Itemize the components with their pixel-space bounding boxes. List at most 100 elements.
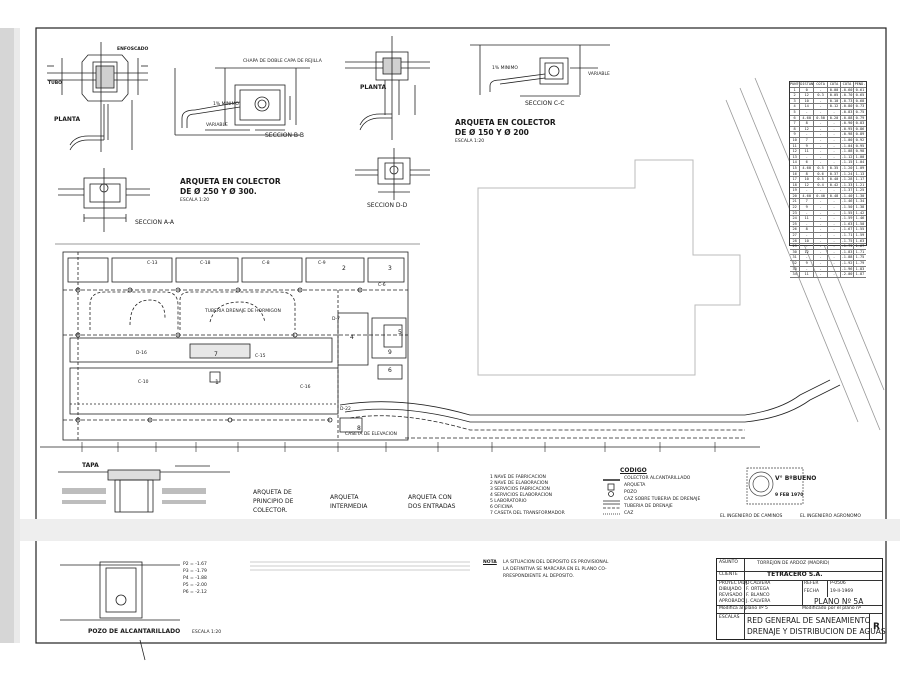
table-cell: 0.89	[855, 132, 865, 137]
table-cell: 7	[790, 121, 801, 126]
pozo-detail	[60, 561, 180, 661]
site-label-c13: C-13	[147, 261, 158, 266]
table-cell: -1.15	[841, 160, 854, 165]
note-line-2: LA DEFINITIVA SE MARCARA EN EL PLANO CO-	[503, 567, 607, 572]
table-cell: -1.83	[841, 249, 854, 255]
table-cell: 9	[790, 132, 801, 137]
table-cell: -	[814, 132, 829, 137]
table-cell: 27	[790, 233, 801, 238]
table-cell: 1.13	[855, 171, 865, 176]
codigo-title: CODIGO	[620, 467, 647, 474]
tb-title-line-1: RED GENERAL DE SANEAMIENTO	[747, 616, 871, 625]
codigo-item: COLECTOR ALCANTARILLADO	[624, 476, 691, 481]
site-label-c15: C-15	[255, 354, 266, 359]
table-cell: -1.12	[841, 154, 854, 160]
tb-revision: R	[873, 622, 880, 632]
seccion-bb-detail	[174, 67, 310, 136]
table-cell: 3	[790, 98, 801, 104]
table-header-cell: PUNTO	[790, 82, 801, 87]
table-cell: -	[800, 244, 815, 249]
table-cell: 1.55	[855, 227, 865, 232]
table-cell: 0.68	[855, 98, 865, 103]
table-cell: 10	[800, 177, 815, 182]
table-cell: -1.96	[841, 266, 854, 272]
label-chapa: CHAPA DE DOBLE CAPA DE REJILLA	[243, 59, 322, 64]
table-cell: -	[828, 143, 842, 149]
codigo-item: CAZ SOBRE TUBERIA DE DRENAJE	[624, 497, 701, 502]
pozo-level: P2 = -1.67	[183, 562, 207, 567]
caption-principio-1: ARQUETA DE	[253, 489, 292, 496]
table-cell: -1.71	[841, 233, 854, 238]
table-cell: 0.40	[828, 177, 842, 182]
caption-principio-2: PRINCIPIO DE	[253, 498, 294, 505]
table-cell: 0.50	[814, 115, 829, 121]
table-cell: 5	[790, 109, 801, 115]
deposit-outline	[477, 159, 741, 376]
building-number-1: 1	[215, 379, 219, 386]
table-cell: 14	[800, 104, 815, 109]
table-cell: -	[814, 266, 829, 272]
table-cell: -	[828, 272, 842, 277]
note-label: NOTA	[483, 560, 497, 565]
table-cell: 12	[800, 249, 815, 255]
table-cell: -	[814, 121, 829, 126]
table-cell: 10	[790, 137, 801, 143]
tb-revisado-label: REVISADO	[719, 593, 743, 598]
legend-item: 1 NAVE DE FABRICACION	[490, 475, 546, 480]
table-cell: -1.55	[841, 210, 854, 216]
caption-intermedia-2: INTERMEDIA	[330, 503, 368, 510]
table-cell: -	[828, 188, 842, 193]
table-header-cell: COTA F.	[841, 82, 854, 87]
tb-proyectado-value: J. CALVERA	[746, 581, 771, 586]
legend-item: 3 SERVICIOS FABRICACION	[490, 487, 550, 492]
table-cell: -	[814, 104, 829, 109]
pozo-level: P4 = -1.88	[183, 576, 207, 581]
table-cell: 4.60	[800, 165, 815, 171]
table-cell: -	[814, 221, 829, 227]
table-cell: -	[814, 238, 829, 244]
table-cell: -	[814, 160, 829, 165]
tb-asunto-label: ASUNTO	[719, 560, 738, 565]
table-cell: -	[814, 227, 829, 233]
caption-dos-1: ARQUETA CON	[408, 494, 452, 501]
table-cell: 0.86	[855, 126, 865, 131]
tb-escalas-label: ESCALAS	[719, 615, 740, 620]
table-cell: -0.83	[841, 109, 854, 115]
table-cell: -	[814, 216, 829, 221]
codigo-item: ARQUETA	[624, 483, 646, 488]
label-enfoscado: ENFOSCADO	[117, 47, 149, 52]
table-cell: 1.21	[855, 182, 865, 187]
table-cell: 0.12	[828, 104, 842, 109]
table-cell: 10	[800, 238, 815, 244]
table-cell: -	[828, 205, 842, 210]
table-cell: 24	[790, 216, 801, 221]
label-minimo-1: 1% MINIMO	[213, 102, 239, 107]
table-cell: 1.67	[855, 244, 865, 249]
table-cell: 0.65	[855, 93, 865, 98]
table-cell: 1.50	[855, 221, 865, 226]
table-cell: 11	[800, 149, 815, 154]
codigo-item: CAZ	[624, 511, 634, 516]
table-cell: -	[814, 126, 829, 132]
pozo-level: P5 = -2.00	[183, 583, 207, 588]
table-cell: 1.46	[855, 216, 865, 221]
label-seccion-aa: SECCION A-A	[135, 219, 174, 226]
table-cell: -	[800, 109, 815, 115]
table-cell: -	[828, 255, 842, 260]
table-cell: -	[828, 266, 842, 272]
